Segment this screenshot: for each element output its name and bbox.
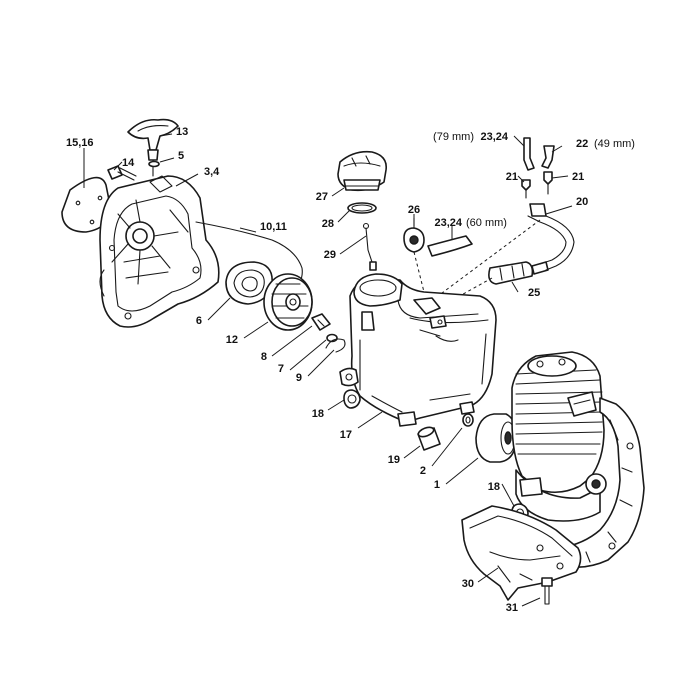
pickup-body [362,222,377,271]
callout-7: 7 [278,363,284,375]
callout-23-24-60mm: 23,24 [434,217,462,229]
callout-5: 5 [178,150,184,162]
callout-2: 2 [420,465,426,477]
bottom-plate [461,505,582,601]
callout-27: 27 [316,191,328,203]
callout-26: 26 [408,204,420,216]
fitting-21-right [543,171,553,195]
callout-6: 6 [196,315,202,327]
callout-22: 22 [576,138,588,150]
callout-14: 14 [122,157,135,169]
callout-17: 17 [340,429,352,441]
fitting-21-left [521,179,531,199]
note-79mm: (79 mm) [433,131,474,143]
callout-12: 12 [226,334,238,346]
annular-buffer [475,413,518,463]
fan-housing [99,175,220,328]
callout-13: 13 [176,126,188,138]
callout-29: 29 [324,249,336,261]
callout-15-16: 15,16 [66,137,94,149]
callout-31: 31 [506,602,518,614]
callout-18-lower: 18 [488,481,500,493]
assembly-line-25 [437,277,493,309]
pawl [311,313,331,331]
callout-labels: 1 2 3,4 5 6 7 8 9 10,11 12 13 14 15,16 1… [66,126,635,614]
sleeve-19 [417,426,441,451]
fuel-tank [339,273,497,427]
fuel-hose-60mm [427,235,473,257]
callout-19: 19 [388,454,400,466]
assembly-line-20 [437,219,541,297]
callout-18-upper: 18 [312,408,324,420]
hose-49mm [541,145,555,169]
callout-23-24-79mm: 23,24 [480,131,508,143]
screw-14 [107,165,137,181]
callout-8: 8 [261,351,267,363]
spring-clip [325,338,346,353]
callout-25: 25 [528,287,540,299]
callout-21-right: 21 [572,171,584,183]
callout-1: 1 [434,479,440,491]
note-49mm: (49 mm) [594,138,635,150]
o-ring [347,202,377,214]
callout-10-11: 10,11 [260,221,287,233]
washer-2 [462,413,474,427]
callout-20: 20 [576,196,588,208]
tank-cap [337,150,388,192]
note-60mm: (60 mm) [466,217,507,229]
screw-31 [541,577,553,605]
engine-block [511,351,607,522]
callout-21-left: 21 [506,171,518,183]
starter-grip [127,118,179,177]
fuel-hose-20 [527,203,575,271]
grommet-18-upper [343,389,361,409]
assembly-line-26 [413,251,427,301]
callout-9: 9 [296,372,302,384]
callout-30: 30 [462,578,474,590]
rope-rotor [263,273,313,331]
hose-79mm [523,137,535,171]
callout-28: 28 [322,218,334,230]
callout-3-4: 3,4 [204,166,220,178]
fuel-filter [488,261,549,285]
leader-lines [83,133,573,607]
rope-guide [148,160,160,168]
